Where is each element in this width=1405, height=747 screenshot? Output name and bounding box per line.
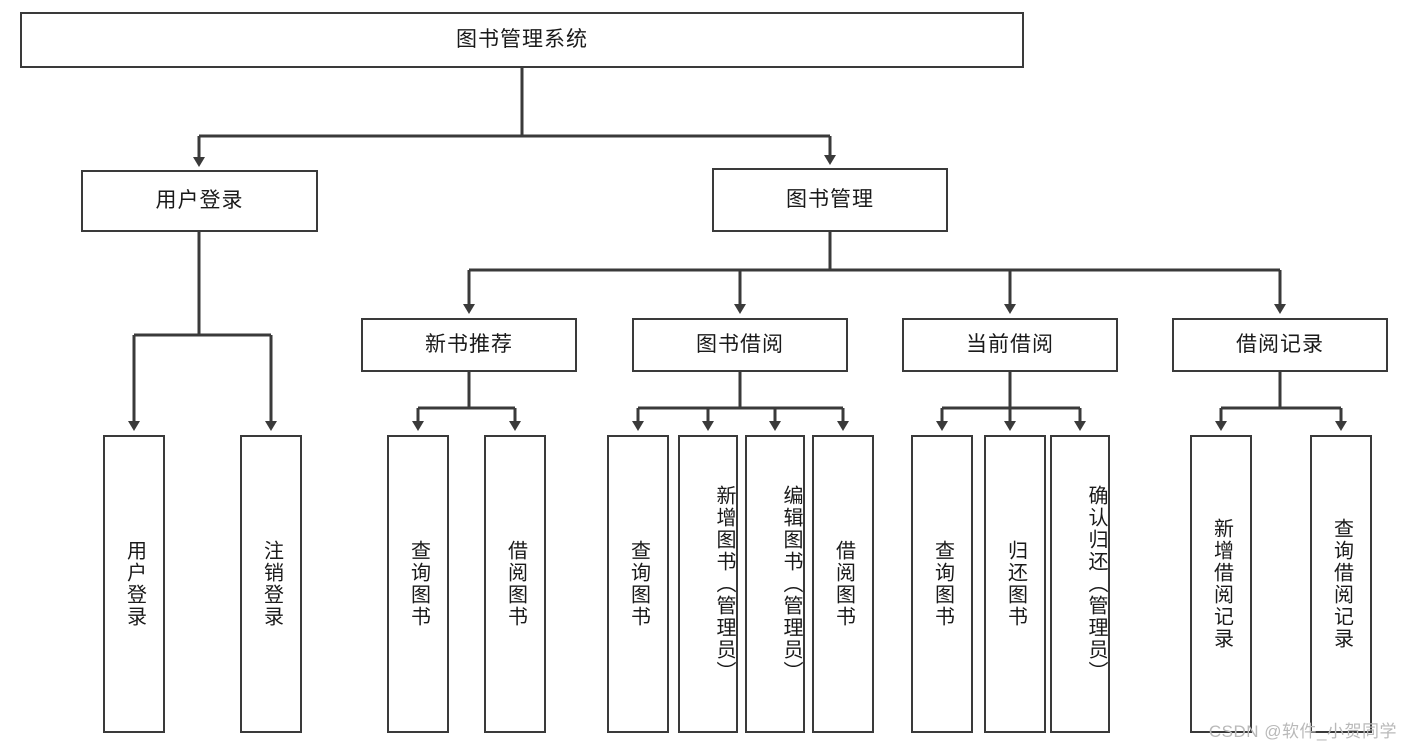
node-borrow-record-label: 借阅记录: [1236, 333, 1324, 357]
leaf-query-book-recommend[interactable]: 查询图书: [387, 435, 449, 733]
node-new-book-recommend[interactable]: 新书推荐: [361, 318, 577, 372]
leaf-borrow-book-label: 借阅图书: [832, 540, 855, 628]
node-current-borrow[interactable]: 当前借阅: [902, 318, 1118, 372]
leaf-user-logout[interactable]: 注销登录: [240, 435, 302, 733]
leaf-query-book-current[interactable]: 查询图书: [911, 435, 973, 733]
leaf-query-borrow-record-label: 查询借阅记录: [1330, 518, 1353, 650]
node-new-book-recommend-label: 新书推荐: [425, 333, 513, 357]
leaf-query-borrow-record[interactable]: 查询借阅记录: [1310, 435, 1372, 733]
node-user-login[interactable]: 用户登录: [81, 170, 318, 232]
leaf-add-book-admin[interactable]: 新增图书（管理员）: [678, 435, 738, 733]
leaf-borrow-book-recommend[interactable]: 借阅图书: [484, 435, 546, 733]
leaf-user-login-label: 用户登录: [123, 540, 146, 628]
leaf-add-book-admin-label: 新增图书（管理员）: [713, 485, 735, 683]
leaf-borrow-book[interactable]: 借阅图书: [812, 435, 874, 733]
watermark: CSDN @软件_小贺同学: [1208, 722, 1397, 741]
leaf-query-book-label: 查询图书: [627, 540, 650, 628]
node-user-login-label: 用户登录: [155, 189, 244, 213]
leaf-query-book-current-label: 查询图书: [931, 540, 954, 628]
node-book-management-label: 图书管理: [786, 188, 874, 212]
leaf-add-borrow-record-label: 新增借阅记录: [1210, 518, 1233, 650]
node-root-label: 图书管理系统: [456, 28, 588, 52]
leaf-user-logout-label: 注销登录: [260, 540, 283, 628]
node-book-borrow[interactable]: 图书借阅: [632, 318, 848, 372]
leaf-borrow-book-recommend-label: 借阅图书: [504, 540, 527, 628]
leaf-confirm-return-admin[interactable]: 确认归还（管理员）: [1050, 435, 1110, 733]
leaf-add-borrow-record[interactable]: 新增借阅记录: [1190, 435, 1252, 733]
leaf-user-login[interactable]: 用户登录: [103, 435, 165, 733]
leaf-confirm-return-admin-label: 确认归还（管理员）: [1085, 485, 1107, 683]
node-root[interactable]: 图书管理系统: [20, 12, 1024, 68]
leaf-edit-book-admin-label: 编辑图书（管理员）: [780, 485, 802, 683]
node-book-borrow-label: 图书借阅: [696, 333, 784, 357]
node-borrow-record[interactable]: 借阅记录: [1172, 318, 1388, 372]
node-book-management[interactable]: 图书管理: [712, 168, 948, 232]
leaf-query-book-recommend-label: 查询图书: [407, 540, 430, 628]
leaf-return-book-label: 归还图书: [1004, 540, 1027, 628]
leaf-edit-book-admin[interactable]: 编辑图书（管理员）: [745, 435, 805, 733]
leaf-query-book[interactable]: 查询图书: [607, 435, 669, 733]
leaf-return-book[interactable]: 归还图书: [984, 435, 1046, 733]
node-current-borrow-label: 当前借阅: [966, 333, 1054, 357]
